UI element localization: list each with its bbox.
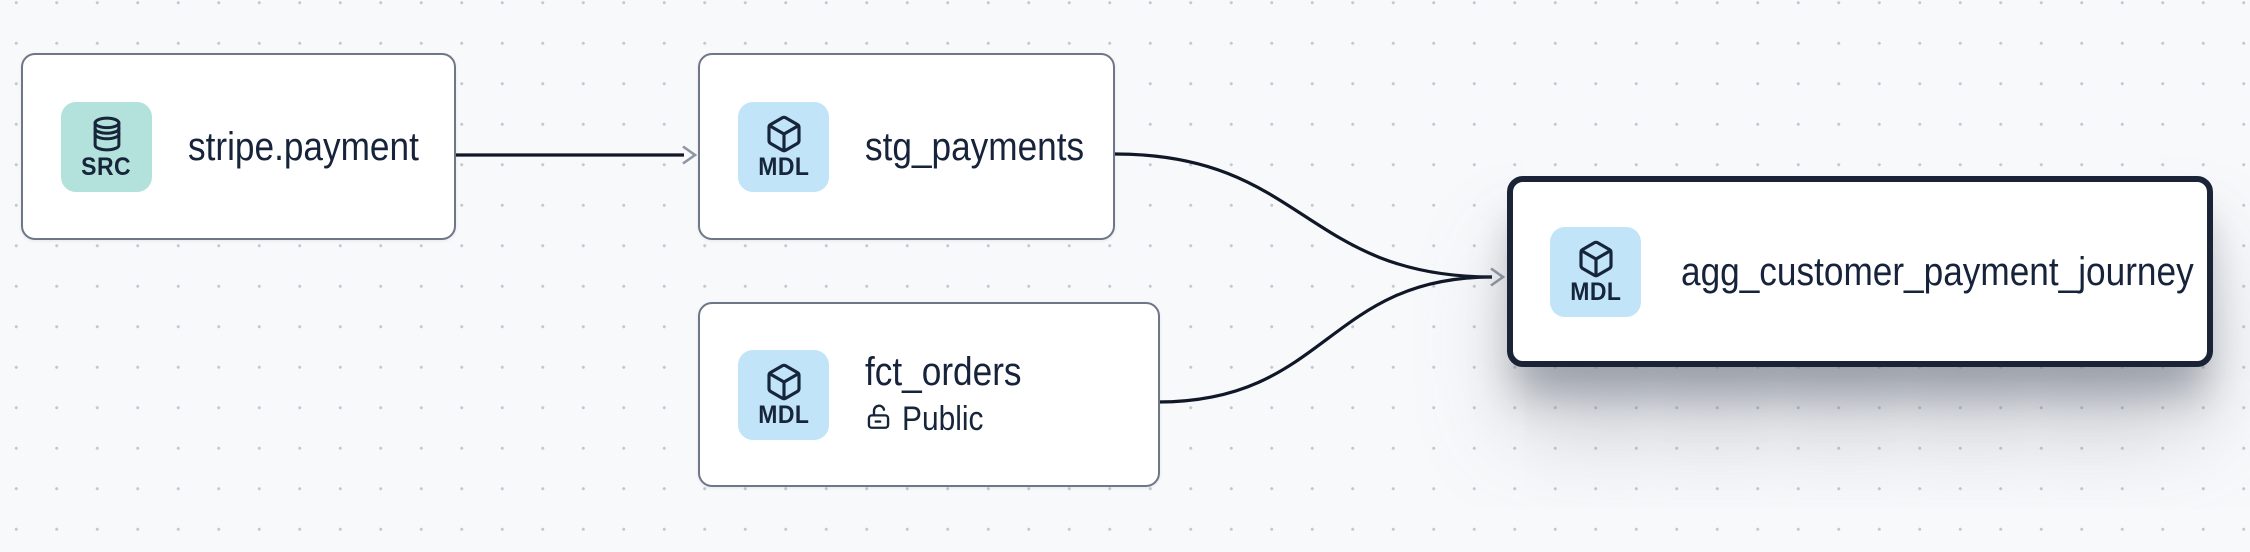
- model-badge: MDL: [738, 101, 829, 192]
- cube-icon: [1576, 239, 1616, 280]
- node-stripe-payment[interactable]: SRC stripe.payment: [21, 53, 456, 240]
- edge-stg-to-agg[interactable]: [1114, 152, 1493, 279]
- model-badge: MDL: [1550, 226, 1641, 317]
- node-title: stripe.payment: [188, 124, 419, 169]
- lock-open-icon: [865, 401, 892, 438]
- badge-label: MDL: [757, 400, 810, 429]
- edge-fct-to-agg[interactable]: [1157, 275, 1493, 404]
- access-tag: Public: [865, 400, 1043, 439]
- database-icon: [88, 114, 126, 155]
- badge-label: SRC: [81, 152, 132, 181]
- badge-label: MDL: [757, 152, 810, 181]
- node-title: fct_orders: [865, 350, 1022, 395]
- node-agg-customer-payment-journey[interactable]: MDL agg_customer_payment_journey: [1507, 176, 2213, 367]
- cube-icon: [764, 362, 804, 403]
- node-stg-payments[interactable]: MDL stg_payments: [698, 53, 1115, 240]
- model-badge: MDL: [738, 349, 829, 440]
- node-title: stg_payments: [865, 124, 1085, 169]
- edge-arrowhead-icon: [682, 145, 698, 165]
- node-fct-orders[interactable]: MDL fct_orders Public: [698, 302, 1160, 487]
- edge-arrowhead-icon: [1490, 267, 1506, 287]
- node-title: agg_customer_payment_journey: [1681, 249, 2194, 294]
- access-label: Public: [902, 400, 984, 439]
- cube-icon: [764, 114, 804, 155]
- badge-label: MDL: [1569, 277, 1622, 306]
- source-badge: SRC: [61, 101, 152, 192]
